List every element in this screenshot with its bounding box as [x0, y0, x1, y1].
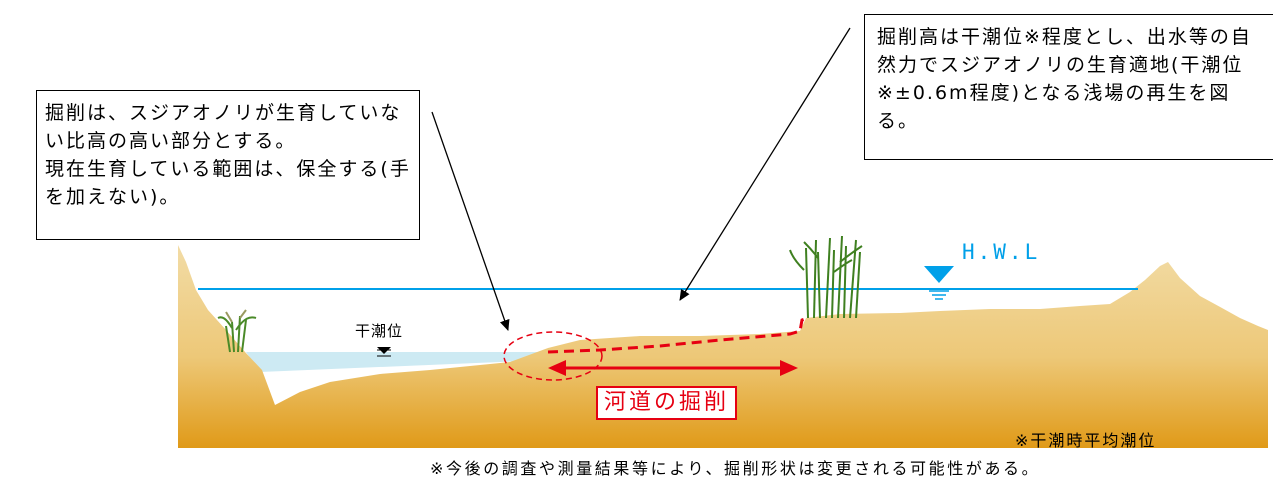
ground-section — [178, 245, 1268, 448]
ebb-tide-footnote: ※干潮時平均潮位 — [1015, 431, 1157, 450]
excavation-profile-line — [547, 316, 809, 354]
double-arrow-icon — [548, 360, 798, 376]
ebb-level-symbol-icon — [377, 347, 391, 357]
bottom-note: ※今後の調査や測量結果等により、掘削形状は変更される可能性がある。 — [430, 459, 1041, 478]
ebb-tide-label: 干潮位 — [355, 322, 404, 340]
leader-line-right — [679, 27, 851, 301]
leader-line-left — [431, 111, 510, 331]
hwl-label: H.W.L — [962, 240, 1041, 264]
channel-water — [246, 352, 548, 372]
callout-excavation-policy: 掘削は、スジアオノリが生育していない比高の高い部分とする。 現在生育している範囲… — [36, 90, 420, 240]
reed-icon — [217, 309, 257, 353]
callout-excavation-height: 掘削高は干潮位※程度とし、出水等の自然力でスジアオノリの生育適地(干潮位※±0.… — [864, 14, 1273, 160]
preserved-area-ellipse — [503, 331, 603, 381]
river-excavation-label: 河道の掘削 — [596, 386, 738, 420]
water-level-triangle-icon — [924, 266, 954, 300]
reed-icon — [789, 235, 863, 319]
